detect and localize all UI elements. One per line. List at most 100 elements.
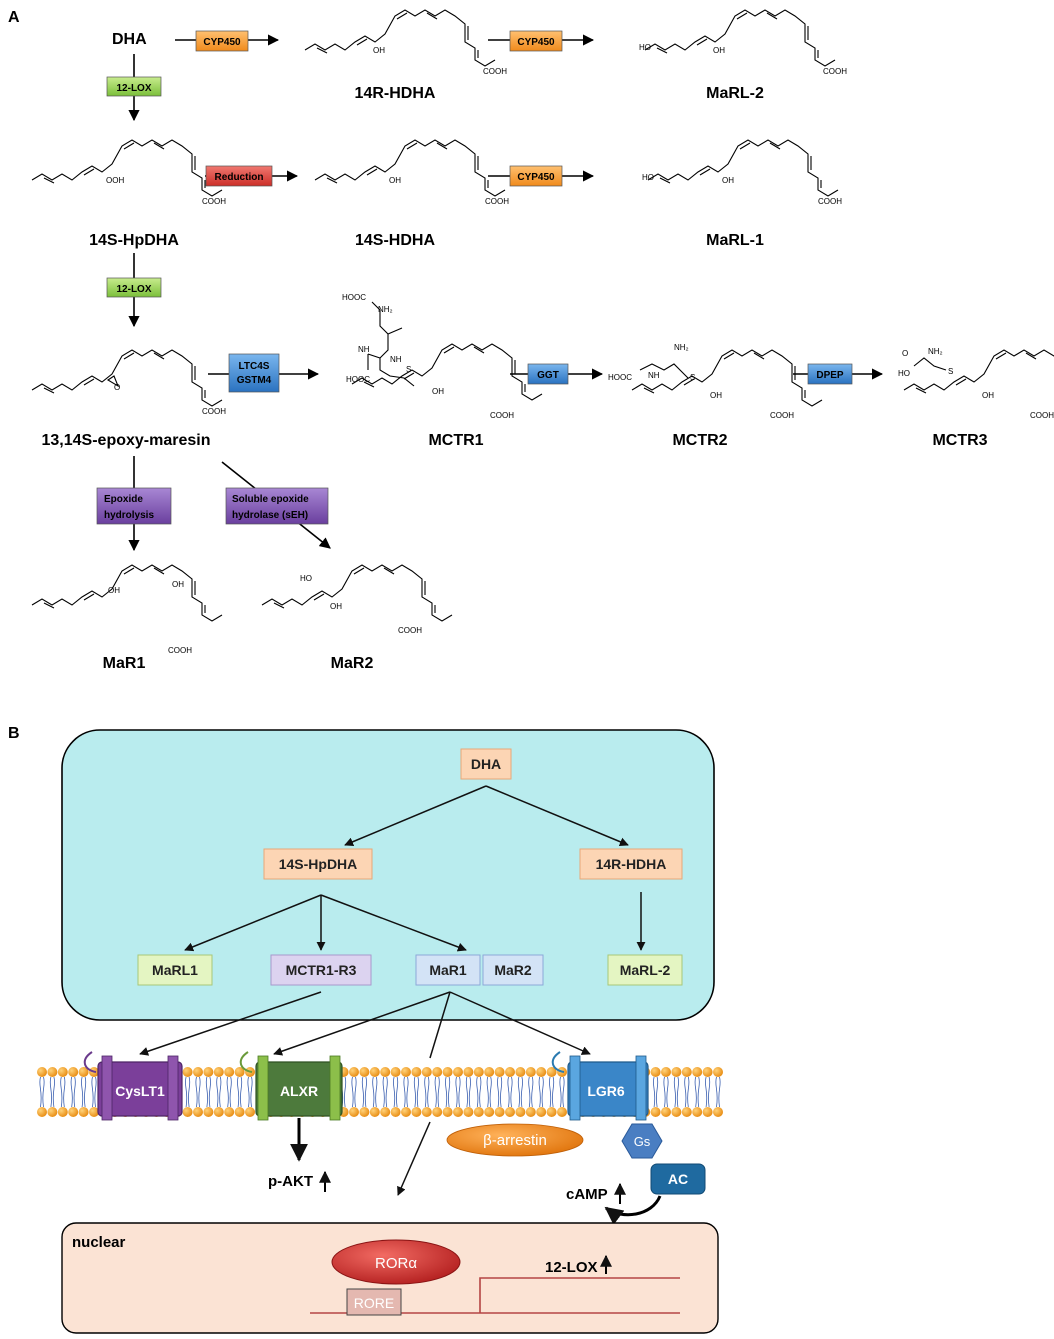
- structure-14s-hpdha: OOH COOH: [31, 139, 226, 206]
- lipid-tail: [236, 1076, 243, 1108]
- signal-ac: AC: [650, 1163, 706, 1195]
- lipid-head: [380, 1067, 391, 1077]
- lipid-tail: [372, 1076, 378, 1108]
- svg-text:OH: OH: [722, 176, 734, 185]
- lipid-head: [473, 1067, 484, 1077]
- lipid-head: [68, 1067, 79, 1077]
- lipid-head: [453, 1107, 463, 1117]
- compound-epoxy-maresin: 13,14S-epoxy-maresin: [42, 432, 211, 449]
- svg-text:hydrolysis: hydrolysis: [104, 510, 154, 521]
- lipid-head: [401, 1107, 411, 1117]
- lipid-tail: [226, 1076, 232, 1108]
- svg-text:COOH: COOH: [483, 67, 507, 76]
- signal-camp: cAMP: [566, 1182, 626, 1204]
- svg-text:DHA: DHA: [471, 756, 501, 772]
- lipid-head: [515, 1107, 526, 1117]
- lipid-head: [78, 1067, 89, 1077]
- svg-text:OH: OH: [713, 46, 725, 55]
- svg-text:HO: HO: [300, 574, 312, 583]
- svg-text:MCTR1-R3: MCTR1-R3: [286, 962, 357, 978]
- svg-text:OH: OH: [330, 602, 342, 611]
- lipid-tail: [684, 1076, 690, 1108]
- svg-text:Soluble epoxide: Soluble epoxide: [232, 494, 309, 505]
- lipid-tail: [517, 1076, 524, 1108]
- enzyme-epoxide-hydrolysis: Epoxide hydrolysis: [96, 487, 172, 525]
- lipid-head: [89, 1107, 99, 1117]
- signal-gs: Gs: [621, 1123, 663, 1159]
- enzyme-cyp450-c: CYP450: [509, 165, 563, 187]
- svg-text:OH: OH: [108, 586, 120, 595]
- lipid-tail: [455, 1076, 461, 1108]
- lipid-head: [473, 1107, 484, 1117]
- receptor-lgr6: LGR6: [551, 1051, 649, 1121]
- lipid-head: [182, 1107, 193, 1117]
- compound-14s-hpdha: 14S-HpDHA: [89, 232, 179, 249]
- lipid-head: [224, 1107, 235, 1117]
- lipid-head: [213, 1107, 224, 1117]
- svg-text:14R-HDHA: 14R-HDHA: [596, 856, 667, 872]
- svg-text:MaRL-2: MaRL-2: [620, 962, 671, 978]
- lipid-head: [515, 1067, 526, 1077]
- svg-text:O: O: [114, 383, 120, 392]
- receptor-arrows: [139, 991, 591, 1196]
- signal-rore: RORE: [346, 1288, 402, 1316]
- lipid-head: [193, 1107, 203, 1117]
- svg-text:AC: AC: [668, 1171, 688, 1187]
- svg-text:OOH: OOH: [106, 176, 124, 185]
- svg-text:MaRL1: MaRL1: [152, 962, 198, 978]
- svg-text:CYP450: CYP450: [517, 172, 555, 183]
- svg-text:LGR6: LGR6: [587, 1083, 625, 1099]
- signal-p-akt: p-AKT: [268, 1170, 331, 1192]
- lipid-tail: [663, 1076, 669, 1108]
- lipid-head: [349, 1067, 359, 1077]
- enzyme-dpep: DPEP: [807, 363, 853, 385]
- lipid-tail: [216, 1076, 222, 1108]
- svg-text:GSTM4: GSTM4: [237, 375, 272, 386]
- svg-text:cAMP: cAMP: [566, 1186, 608, 1203]
- enzyme-cyp450-b: CYP450: [509, 30, 563, 52]
- lipid-tail: [559, 1076, 565, 1108]
- arrow-ac-camp: [604, 1195, 662, 1225]
- lipid-tail: [496, 1076, 503, 1108]
- lipid-head: [484, 1107, 495, 1117]
- svg-text:DPEP: DPEP: [816, 370, 844, 381]
- svg-text:NH₂: NH₂: [928, 347, 943, 356]
- svg-text:NH: NH: [390, 355, 402, 364]
- lipid-tail: [673, 1076, 680, 1108]
- svg-text:NH₂: NH₂: [378, 305, 393, 314]
- lipid-head: [536, 1107, 547, 1117]
- svg-text:GGT: GGT: [537, 370, 559, 381]
- lipid-head: [681, 1067, 692, 1077]
- lipid-tail: [528, 1076, 534, 1108]
- enzyme-reduction: Reduction: [205, 165, 273, 187]
- structure-mctr3: O NH₂ HO S OH COOH: [898, 347, 1054, 420]
- receptor-cyslt1: CysLT1: [83, 1051, 183, 1121]
- lipid-head: [203, 1107, 214, 1117]
- lipid-tail: [486, 1076, 492, 1108]
- lipid-head: [37, 1107, 47, 1117]
- svg-text:OH: OH: [389, 176, 401, 185]
- lipid-head: [505, 1107, 515, 1117]
- svg-text:NH: NH: [648, 371, 660, 380]
- lipid-head: [182, 1067, 193, 1077]
- structure-marl2: HO OH COOH: [639, 9, 847, 76]
- lipid-head: [681, 1107, 692, 1117]
- svg-text:S: S: [690, 373, 695, 382]
- lipid-head: [359, 1067, 370, 1077]
- svg-text:HO: HO: [642, 173, 654, 182]
- structure-marl1: HO OH COOH: [642, 139, 842, 206]
- lipid-tail: [60, 1076, 66, 1108]
- svg-text:OH: OH: [373, 46, 385, 55]
- svg-text:CysLT1: CysLT1: [115, 1083, 165, 1099]
- svg-text:S: S: [406, 365, 411, 374]
- svg-text:hydrolase (sEH): hydrolase (sEH): [232, 510, 308, 521]
- lipid-head: [692, 1067, 703, 1077]
- lipid-tail: [351, 1076, 357, 1108]
- svg-text:HO: HO: [639, 43, 651, 52]
- enzyme-cyp450-a: CYP450: [195, 30, 249, 52]
- lipid-head: [494, 1107, 505, 1117]
- lipid-head: [702, 1067, 713, 1077]
- lipid-tail: [247, 1076, 253, 1108]
- lipid-tail: [424, 1076, 430, 1108]
